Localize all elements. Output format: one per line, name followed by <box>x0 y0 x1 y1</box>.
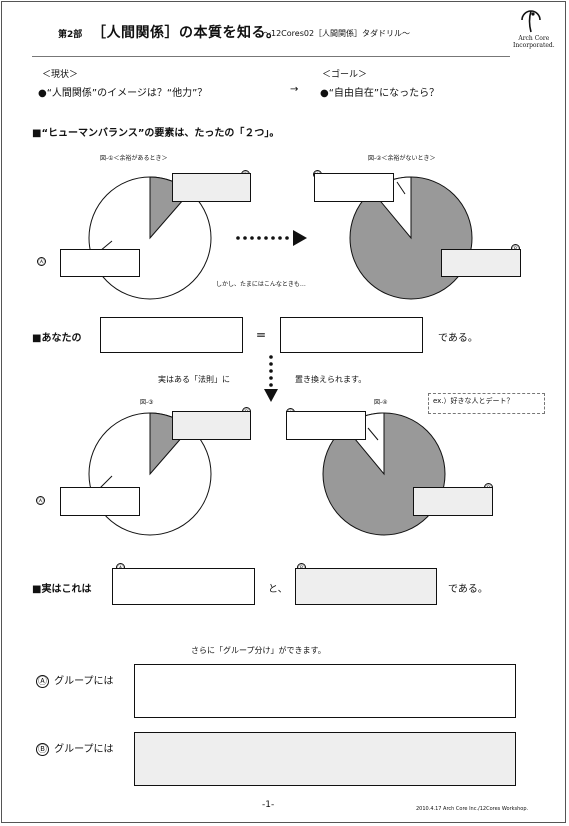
fig2-box-b[interactable] <box>441 249 521 277</box>
sec3-box-b[interactable] <box>295 568 437 605</box>
fig1-box-a[interactable] <box>60 249 140 277</box>
fig3-box-b[interactable] <box>172 411 251 440</box>
fig4-box-b[interactable] <box>413 487 493 516</box>
fig1-caption: 図-①＜余裕があるとき＞ <box>100 155 168 162</box>
fig3-caption: 図-③ <box>140 399 154 406</box>
sometimes-text: しかし、たまにはこんなときも… <box>216 281 306 288</box>
dotted-arrow-right <box>236 230 307 246</box>
marker-a-large-icon: Ⓐ <box>36 675 49 688</box>
logo-line1: Arch Core <box>518 35 550 42</box>
logo-text: Arch Core Incorporated. <box>513 35 555 49</box>
marker-a-icon: Ⓐ <box>36 496 45 505</box>
group-b-row-label: Ⓑ グループには <box>36 737 114 756</box>
balance-heading: ■“ヒューマンバランス”の要素は、たったの「２つ」。 <box>32 128 280 139</box>
fig4-caption: 図-④ <box>374 399 388 406</box>
current-question: ●“人間関係”のイメージは？“他力”？ <box>38 88 208 99</box>
group-b-box[interactable] <box>134 732 516 786</box>
sec3-prefix: ■実はこれは <box>32 584 92 595</box>
law-text-left: 実はある「法則」に <box>158 375 230 384</box>
law-text-right: 置き換えられます。 <box>295 375 367 384</box>
group-b-label: グループには <box>54 744 114 755</box>
fig1-box-b[interactable] <box>172 173 251 202</box>
status-arrow: → <box>290 84 299 95</box>
marker-a-icon: Ⓐ <box>37 257 46 266</box>
goal-question: ●“自由自在”になったら？ <box>320 88 440 99</box>
group-a-row-label: Ⓐ グループには <box>36 669 114 688</box>
group-a-box[interactable] <box>134 664 516 718</box>
logo-line2: Incorporated. <box>513 42 555 49</box>
fig2-box-a[interactable] <box>314 173 394 202</box>
header-rule <box>32 56 510 57</box>
sec3-and: と、 <box>268 584 288 595</box>
footer-credit: 2010.4.17 Arch Core Inc./12Cores Worksho… <box>416 806 529 812</box>
page-number: -1- <box>262 800 275 810</box>
group-a-label: グループには <box>54 676 114 687</box>
you-suffix: である。 <box>438 333 478 344</box>
arch-core-logo-icon <box>519 8 543 38</box>
sec3-suffix: である。 <box>448 584 488 595</box>
sec3-box-a[interactable] <box>112 568 255 605</box>
current-label: ＜現状＞ <box>42 70 79 80</box>
dotted-arrow-down <box>264 355 278 402</box>
equals-sign: ＝ <box>256 331 266 342</box>
you-box-2[interactable] <box>280 317 423 353</box>
marker-b-large-icon: Ⓑ <box>36 743 49 756</box>
you-box-1[interactable] <box>100 317 243 353</box>
fig2-caption: 図-②＜余裕がないとき＞ <box>368 155 436 162</box>
example-note-text: ex.）好きな人とデート？ <box>433 397 514 405</box>
group-intro: さらに「グループ分け」ができます。 <box>191 646 326 655</box>
page-title: ［人間関係］の本質を知る。 <box>92 25 281 41</box>
page-subtitle: ～12Cores02［人間関係］タダドリル～ <box>263 29 411 38</box>
fig3-marker-a: Ⓐ <box>36 488 45 507</box>
fig3-box-a[interactable] <box>60 487 140 516</box>
goal-label: ＜ゴール＞ <box>322 70 368 80</box>
part-label: 第2部 <box>58 30 83 40</box>
you-prefix: ■あなたの <box>32 333 82 344</box>
example-note: ex.）好きな人とデート？ <box>428 393 545 414</box>
fig4-box-a[interactable] <box>286 411 366 440</box>
fig1-marker-a: Ⓐ <box>37 249 46 268</box>
